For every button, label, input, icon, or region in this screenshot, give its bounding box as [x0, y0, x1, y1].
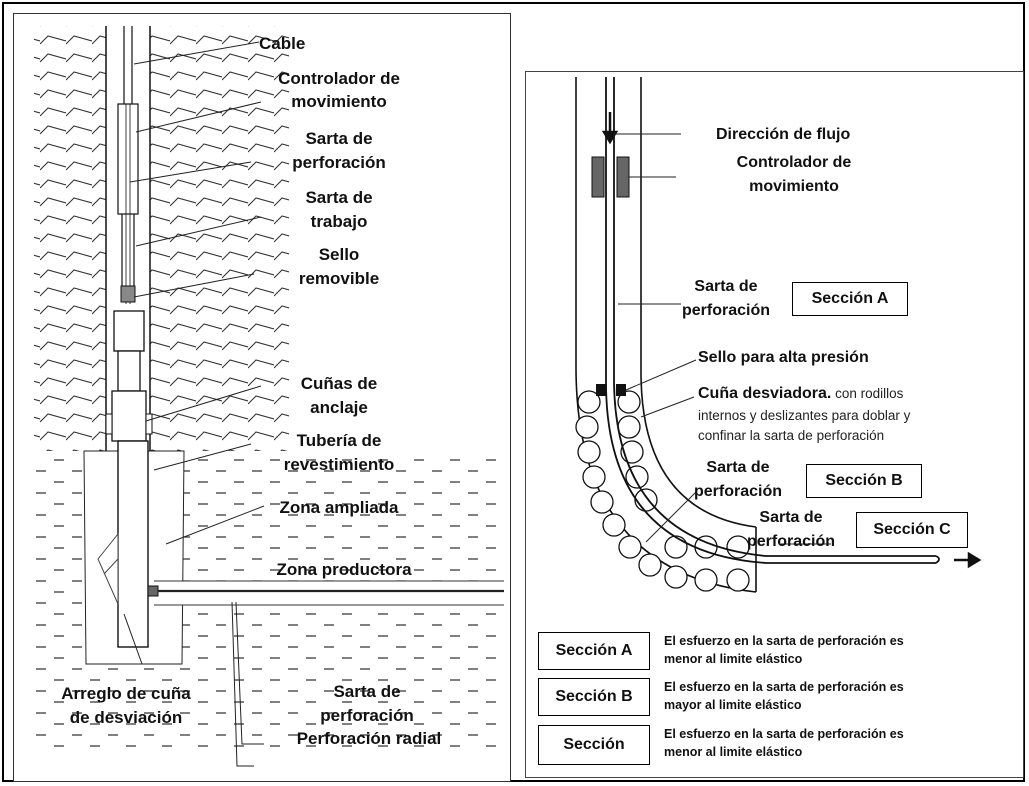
whipstock-bending-drawing: [575, 77, 982, 593]
cuna-desc-l3: confinar la sarta de perforación: [698, 428, 885, 443]
legend-box-seccion-b: Sección B: [538, 678, 650, 716]
box-seccion-c: Sección C: [856, 512, 968, 548]
outer-wall-right: [640, 77, 757, 528]
label-arreglo-l1: Arreglo de cuña: [61, 684, 191, 703]
label-sello-l1: Sello: [318, 245, 360, 264]
label-perforacion-radial: Perforación radial: [296, 729, 442, 748]
label-cunas-l1: Cuñas de: [300, 374, 378, 393]
label-cable: Cable: [259, 34, 306, 53]
legend-a-l2: menor al limite elástico: [664, 652, 803, 666]
label-sarta-perforacion-l2: perforación: [292, 153, 386, 172]
label-sarta-trabajo-l2: trabajo: [310, 212, 368, 231]
legend-a-l1: El esfuerzo en la sarta de perforación e…: [664, 634, 904, 648]
label-sello-alta-presion: Sello para alta presión: [698, 349, 869, 366]
label-sarta-b-l1: Sarta de: [706, 459, 770, 476]
legend-box-seccion-a: Sección A: [538, 632, 650, 670]
well-cross-section-drawing: [34, 26, 504, 767]
label-arreglo-l2: de desviación: [69, 708, 183, 727]
drill-string-bend: [605, 77, 936, 564]
box-seccion-b: Sección B: [806, 464, 922, 498]
cuna-rest: con rodillos: [831, 386, 904, 401]
label-zona-ampliada: Zona ampliada: [279, 498, 399, 517]
label-zona-productora: Zona productora: [276, 560, 412, 579]
label-sarta-a-l2: perforación: [681, 302, 770, 319]
motion-controller: [117, 103, 139, 215]
rollers: [575, 390, 750, 592]
label-sarta-bottom-l1: Sarta de: [333, 682, 401, 701]
left-diagram-panel: Cable Controlador de movimiento Sarta de…: [13, 13, 511, 782]
label-sarta-bottom-l2: perforación: [320, 706, 414, 725]
legend-c-l2: menor al limite elástico: [664, 745, 803, 759]
label-cunas-l2: anclaje: [310, 398, 368, 417]
right-diagram-panel: Dirección de flujo Controlador de movimi…: [525, 71, 1024, 778]
label-sarta-trabajo-l1: Sarta de: [305, 188, 373, 207]
label-sarta-b-l2: perforación: [693, 483, 782, 500]
label-tuberia-l2: revestimiento: [283, 455, 395, 474]
label-sarta-c-l2: perforación: [746, 533, 835, 550]
label-controlador-l1-right: Controlador de: [736, 154, 852, 171]
rock-formation-hatch: [34, 26, 289, 451]
legend-box-seccion-c: Sección: [538, 725, 650, 765]
whipstock-assembly: [117, 440, 149, 648]
label-controlador-l1: Controlador de: [278, 69, 400, 88]
label-sello-l2: removible: [298, 269, 380, 288]
label-sarta-perforacion-l1: Sarta de: [305, 129, 373, 148]
cuna-desc-l2: internos y deslizantes para doblar y: [698, 408, 911, 423]
legend-b-l2: mayor al limite elástico: [664, 698, 802, 712]
removable-seal: [120, 285, 136, 303]
label-sarta-a-l1: Sarta de: [694, 278, 758, 295]
label-controlador-l2-right: movimiento: [749, 178, 839, 195]
label-cuna-desviadora: Cuña desviadora. con rodillos: [698, 384, 1013, 403]
legend-c-l1: El esfuerzo en la sarta de perforación e…: [664, 727, 904, 741]
label-controlador-l2: movimiento: [291, 92, 387, 111]
label-tuberia-l1: Tubería de: [296, 431, 382, 450]
box-seccion-a: Sección A: [792, 282, 908, 316]
label-sarta-c-l1: Sarta de: [759, 509, 823, 526]
label-direccion-flujo: Dirección de flujo: [716, 126, 851, 143]
cuna-title: Cuña desviadora.: [698, 385, 832, 402]
legend-b-l1: El esfuerzo en la sarta de perforación e…: [664, 680, 904, 694]
